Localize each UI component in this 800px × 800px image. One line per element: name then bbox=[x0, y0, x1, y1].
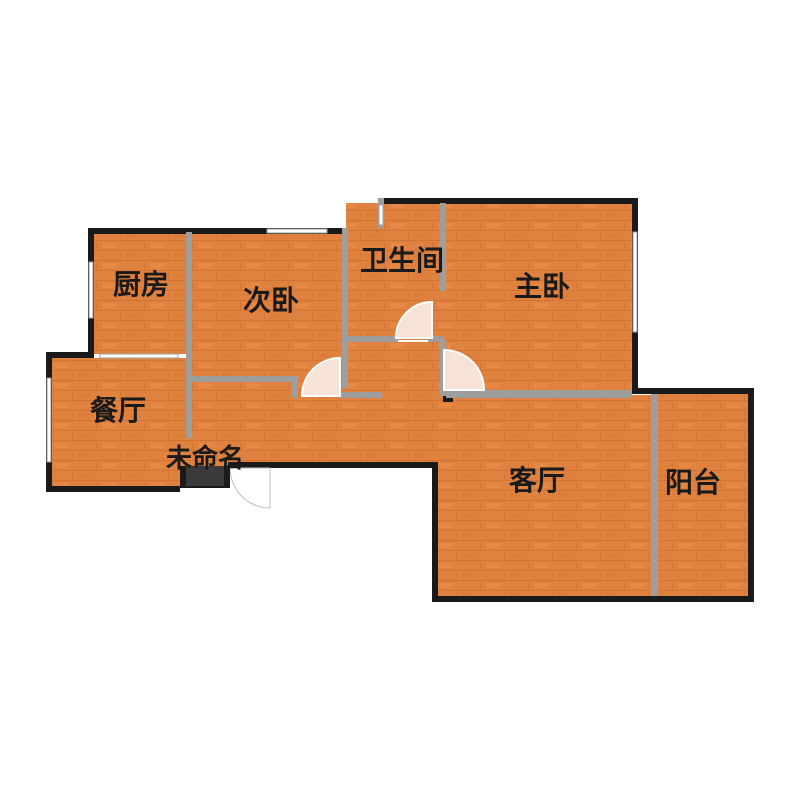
balcony-floor bbox=[655, 393, 752, 598]
living-floor bbox=[435, 395, 655, 598]
label-unnamed: 未命名 bbox=[166, 443, 244, 474]
door-second-bedroom bbox=[300, 356, 341, 397]
master-bedroom-floor bbox=[444, 203, 634, 393]
window-master bbox=[632, 231, 638, 333]
label-kitchen: 厨房 bbox=[113, 268, 169, 301]
doors bbox=[180, 300, 486, 509]
door-bathroom bbox=[394, 300, 433, 339]
floor-fills bbox=[50, 203, 752, 598]
label-master-bedroom: 主卧 bbox=[514, 270, 570, 303]
label-living-room: 客厅 bbox=[509, 464, 565, 497]
window-kitchen-bottom bbox=[99, 353, 179, 359]
kitchen-floor bbox=[92, 232, 190, 354]
dining-floor bbox=[50, 358, 190, 488]
door-master-bedroom bbox=[443, 348, 486, 391]
label-bathroom: 卫生间 bbox=[360, 244, 444, 277]
window-dining bbox=[46, 377, 52, 463]
label-dining: 餐厅 bbox=[90, 394, 146, 427]
room-labels: 厨房 次卧 卫生间 主卧 餐厅 未命名 客厅 阳台 bbox=[90, 244, 721, 499]
label-second-bedroom: 次卧 bbox=[243, 284, 299, 317]
entrance-tile bbox=[186, 466, 224, 486]
label-balcony: 阳台 bbox=[665, 466, 721, 499]
window-bathroom bbox=[378, 204, 384, 226]
window-kitchen bbox=[88, 261, 94, 319]
hall-floor bbox=[190, 342, 444, 467]
window-second-bedroom bbox=[266, 228, 328, 234]
door-entrance bbox=[229, 467, 271, 509]
windows bbox=[46, 204, 638, 463]
